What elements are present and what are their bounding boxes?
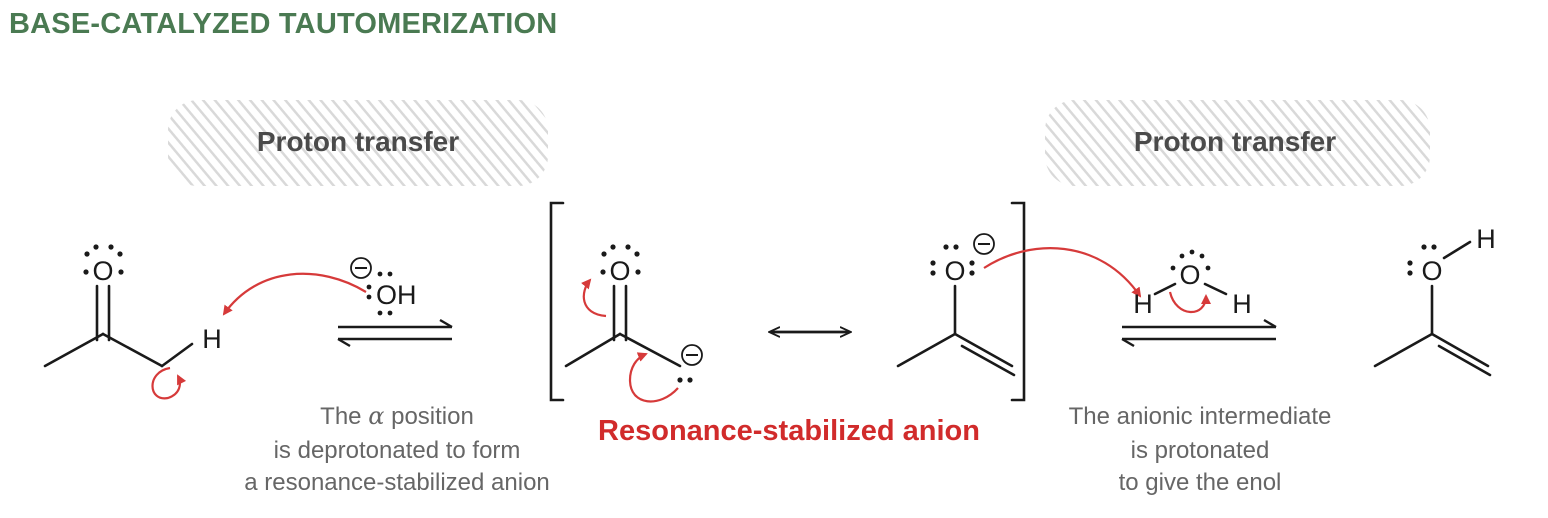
oh-bond-arrow — [1168, 291, 1211, 314]
step2-description: The anionic intermediate is protonated t… — [1069, 403, 1332, 496]
diagram-title: BASE-CATALYZED TAUTOMERIZATION — [9, 8, 558, 40]
step2-desc-line1: The anionic intermediate — [1069, 403, 1332, 430]
step1-desc-line1: The α position — [320, 402, 474, 430]
pi-bond-to-oxygen-arrow — [581, 278, 607, 318]
right-bracket — [1010, 201, 1026, 402]
step2-desc-line3: to give the enol — [1119, 469, 1282, 496]
alpha-hydrogen: H — [202, 324, 222, 354]
carbanion-structure: O — [564, 244, 703, 403]
anion-a-oxygen: O — [609, 256, 630, 286]
anion-b-oxygen: O — [944, 256, 965, 286]
lone-pair-dot — [84, 251, 90, 257]
ch-bond — [160, 342, 194, 368]
water-hydrogen-right: H — [1232, 289, 1252, 319]
step2-hatch-band — [1045, 100, 1430, 186]
left-bracket — [549, 201, 565, 402]
keto-molecule: O H — [43, 244, 222, 400]
step1-desc-line3: a resonance-stabilized anion — [244, 469, 550, 496]
step1-hatch-band — [168, 100, 548, 186]
deprotonation-arrow — [222, 272, 367, 316]
ch-bond-arrow — [151, 366, 187, 400]
alpha-bond — [101, 332, 164, 368]
enol-molecule: O H — [1373, 224, 1496, 377]
water-hydrogen-left: H — [1133, 289, 1153, 319]
hydroxide-label: OH — [376, 280, 417, 310]
step1-desc-line2: is deprotonated to form — [274, 437, 521, 464]
protonation-arrow — [983, 247, 1142, 298]
methyl-bond — [43, 332, 105, 368]
intermediate-label: Resonance-stabilized anion — [598, 415, 980, 447]
step1-label: Proton transfer — [257, 126, 459, 157]
enol-oxygen: O — [1421, 256, 1442, 286]
water-oxygen: O — [1179, 260, 1200, 290]
step2-desc-line2: is protonated — [1131, 437, 1270, 464]
keto-oxygen: O — [92, 256, 113, 286]
equilibrium-arrow-1 — [337, 318, 453, 348]
equilibrium-arrow-2 — [1121, 318, 1277, 348]
hydroxide-ion: OH — [222, 257, 417, 316]
step2-label: Proton transfer — [1134, 126, 1336, 157]
enolate-structure: O — [896, 233, 1142, 377]
enol-hydrogen: H — [1476, 224, 1496, 254]
step1-banner: Proton transfer — [168, 100, 548, 186]
step2-banner: Proton transfer — [1045, 100, 1430, 186]
water-molecule: O H H — [1133, 249, 1252, 319]
lone-pair-to-bond-arrow — [628, 352, 679, 403]
step1-description: The α position is deprotonated to form a… — [244, 402, 550, 496]
